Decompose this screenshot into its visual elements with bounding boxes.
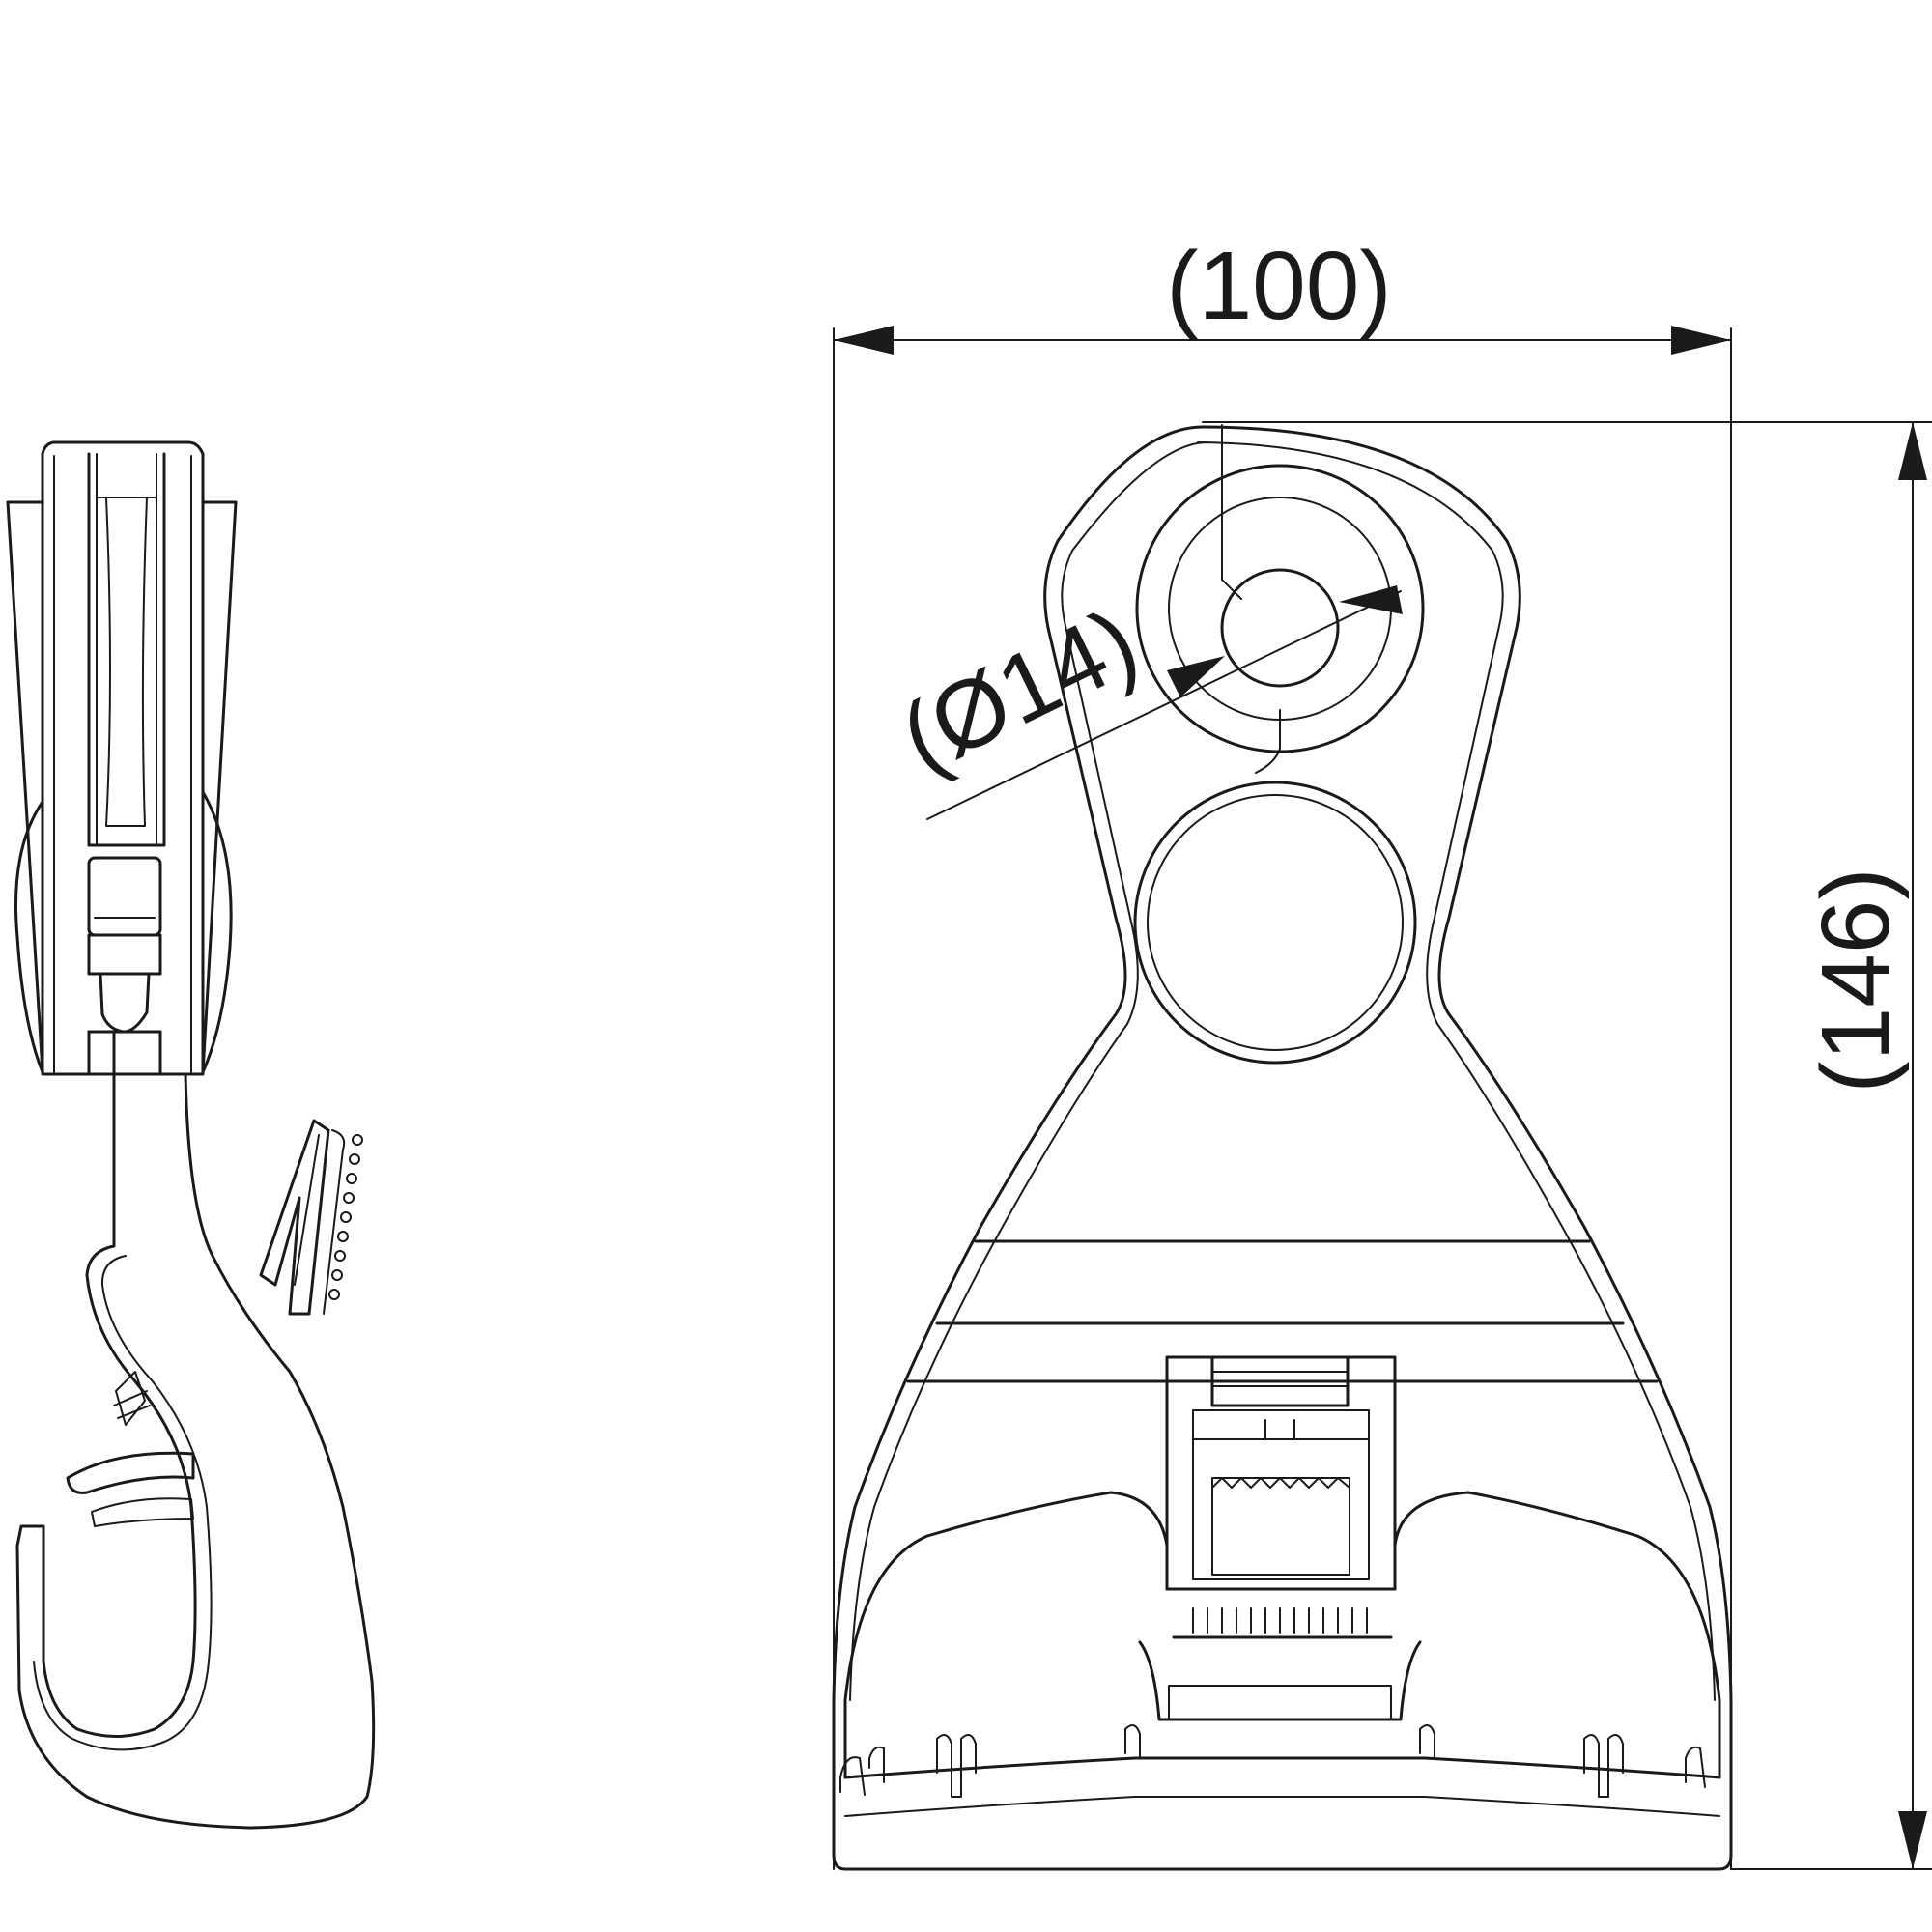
front-view <box>832 424 1733 1871</box>
diameter-dimension <box>926 585 1403 820</box>
width-dimension <box>833 326 1732 1870</box>
width-dimension-label: (100) <box>1166 232 1391 340</box>
height-dimension <box>1202 421 1932 1870</box>
diameter-dimension-label: (Ø14) <box>885 587 1154 793</box>
height-dimension-label: (146) <box>1802 867 1910 1093</box>
bottom-teeth <box>1192 1607 1368 1634</box>
latch-teeth <box>328 1134 363 1300</box>
side-view <box>6 440 376 1830</box>
